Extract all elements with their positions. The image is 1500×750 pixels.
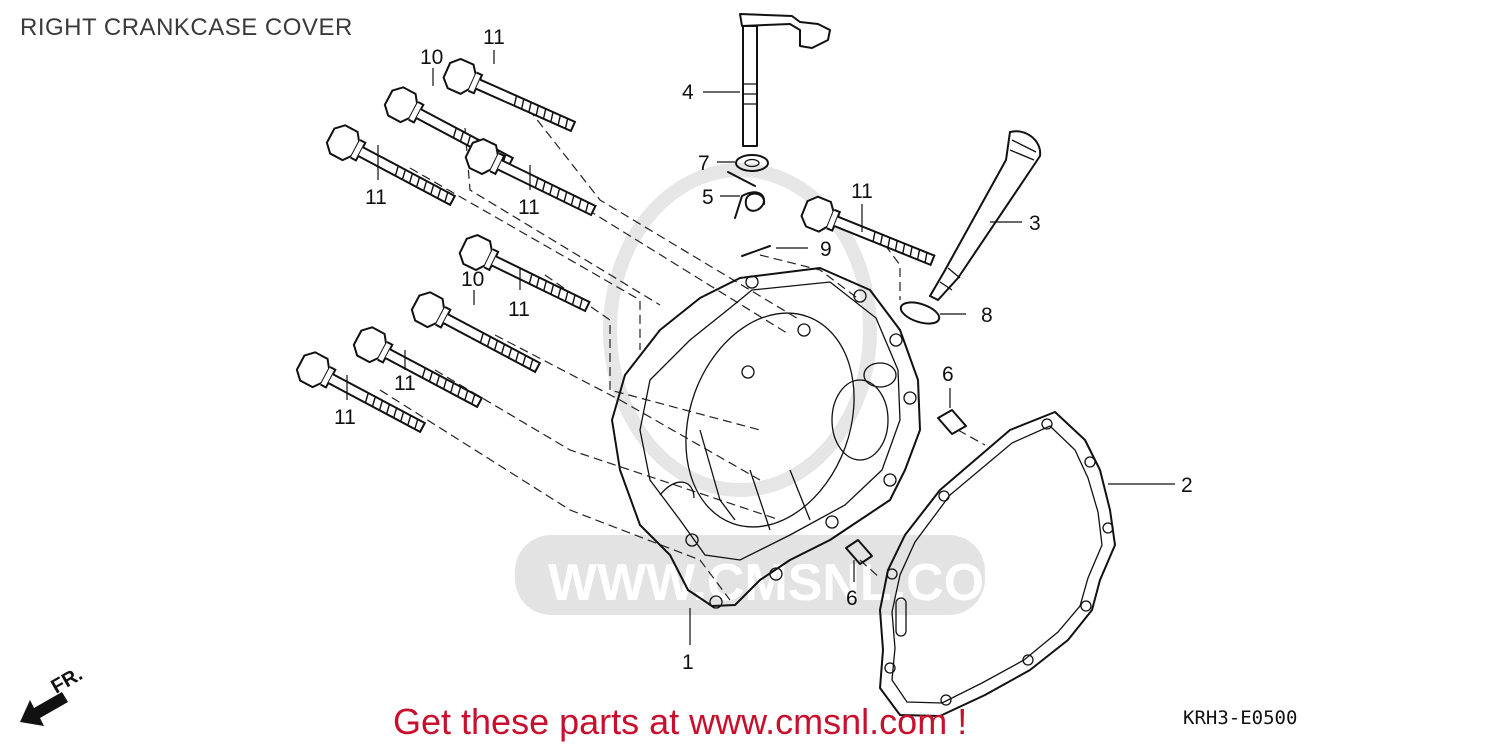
callout-11-bottom: 11	[334, 406, 356, 429]
bolt-11-top[interactable]	[439, 54, 581, 143]
callout-5: 5	[702, 186, 714, 209]
assembly-lines	[379, 97, 986, 601]
watermark-text: WWW.CMSNL.COM	[548, 554, 1027, 612]
part-5-spring[interactable]	[727, 171, 766, 219]
callout-3: 3	[1029, 212, 1041, 235]
part-9-pin[interactable]	[741, 245, 771, 257]
bolt-11-left-top[interactable]	[322, 120, 461, 216]
diagram-code: KRH3-E0500	[1183, 707, 1298, 729]
front-direction-marker: FR.	[20, 663, 86, 726]
bolt-11-right[interactable]	[797, 192, 940, 277]
callout-10-mid: 10	[461, 268, 484, 291]
part-6-dowel-lower[interactable]	[845, 539, 873, 565]
part-8-o-ring[interactable]	[898, 298, 942, 327]
part-4-shaft[interactable]	[739, 13, 831, 147]
part-6-dowel-upper[interactable]	[937, 409, 967, 435]
callout-7: 7	[698, 152, 710, 175]
watermark: WWW.CMSNL.COM	[515, 163, 1027, 615]
page-title: RIGHT CRANKCASE COVER	[20, 14, 353, 41]
parts-cta-link[interactable]: Get these parts at www.cmsnl.com !	[393, 701, 968, 742]
callout-6-upper: 6	[942, 363, 954, 386]
callout-10-top: 10	[420, 46, 443, 69]
callout-4: 4	[682, 81, 694, 104]
leader-lines	[346, 50, 1175, 645]
part-2-gasket[interactable]	[879, 411, 1116, 717]
callout-11-left: 11	[365, 186, 387, 209]
part-3-dipstick[interactable]	[929, 130, 1042, 301]
callout-9: 9	[820, 238, 832, 261]
callout-11-lower: 11	[394, 372, 416, 395]
callout-11-right: 11	[851, 180, 873, 203]
callout-1: 1	[682, 651, 694, 674]
front-marker-label: FR.	[48, 663, 87, 698]
callout-11-mid-top: 11	[518, 196, 540, 219]
callout-11-top: 11	[483, 26, 505, 49]
callout-6-lower: 6	[846, 587, 858, 610]
callout-8: 8	[981, 304, 993, 327]
part-7-seal[interactable]	[735, 154, 769, 172]
part-1-right-crankcase-cover[interactable]	[611, 267, 921, 609]
callout-2: 2	[1181, 474, 1193, 497]
callout-11-mid: 11	[508, 298, 530, 321]
